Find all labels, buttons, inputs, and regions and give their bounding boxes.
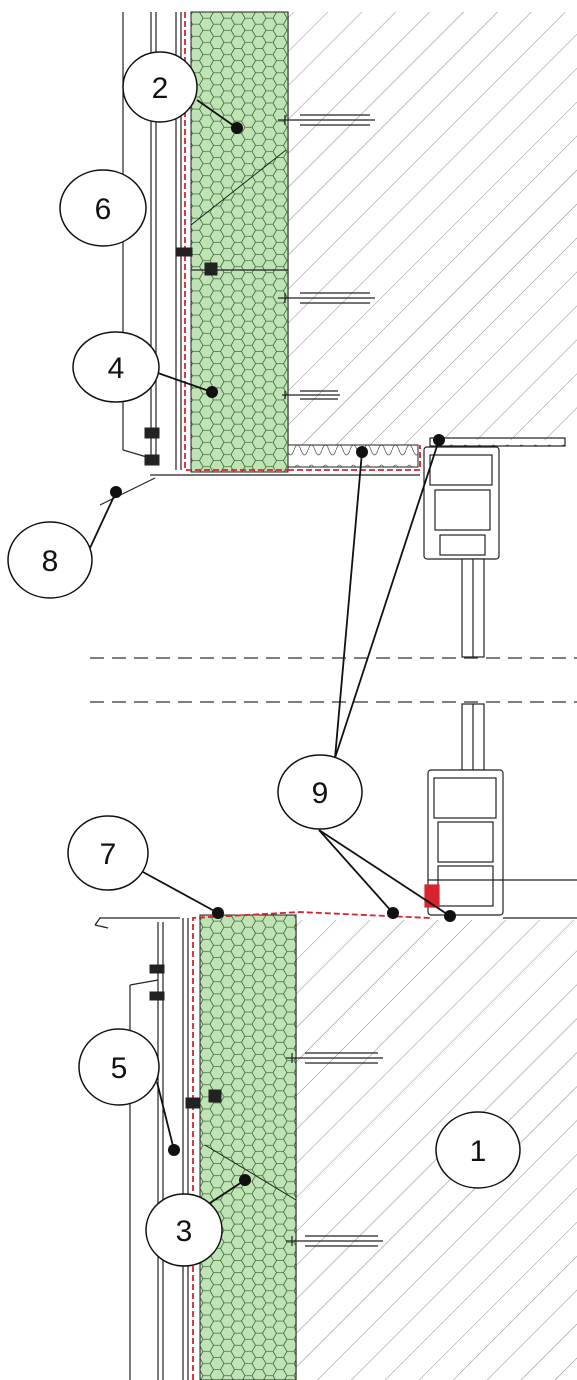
callout-8-label: 8 (42, 545, 59, 578)
callout-9: 9 (277, 754, 363, 830)
callout-6-label: 6 (95, 193, 112, 226)
window-sill-frame (424, 703, 577, 919)
brackets (144, 247, 222, 1109)
callout-7-label: 7 (100, 838, 117, 871)
upper-insulation (190, 11, 289, 473)
callout-1-label: 1 (470, 1135, 487, 1168)
callout-5: 5 (78, 1028, 160, 1106)
lintel-mineral-wool (287, 444, 419, 468)
leader-dots (110, 122, 456, 1186)
callout-5-label: 5 (111, 1052, 128, 1085)
callout-9-label: 9 (312, 777, 329, 810)
callout-3: 3 (145, 1193, 223, 1267)
callout-7: 7 (67, 815, 149, 891)
callout-6: 6 (59, 169, 147, 247)
membrane-lines (184, 12, 431, 1380)
leader-lines (89, 99, 451, 1204)
callout-2-label: 2 (152, 72, 169, 105)
break-lines (90, 657, 577, 703)
callout-2: 2 (122, 51, 198, 123)
callout-1: 1 (435, 1111, 521, 1189)
anchors (278, 114, 383, 1247)
callout-4-label: 4 (108, 352, 125, 385)
callout-4: 4 (72, 331, 160, 403)
lower-insulation (199, 914, 297, 1380)
callout-3-label: 3 (176, 1215, 193, 1248)
window-head-frame (423, 437, 566, 658)
callout-8: 8 (7, 521, 93, 599)
masonry-wall (287, 12, 577, 1380)
